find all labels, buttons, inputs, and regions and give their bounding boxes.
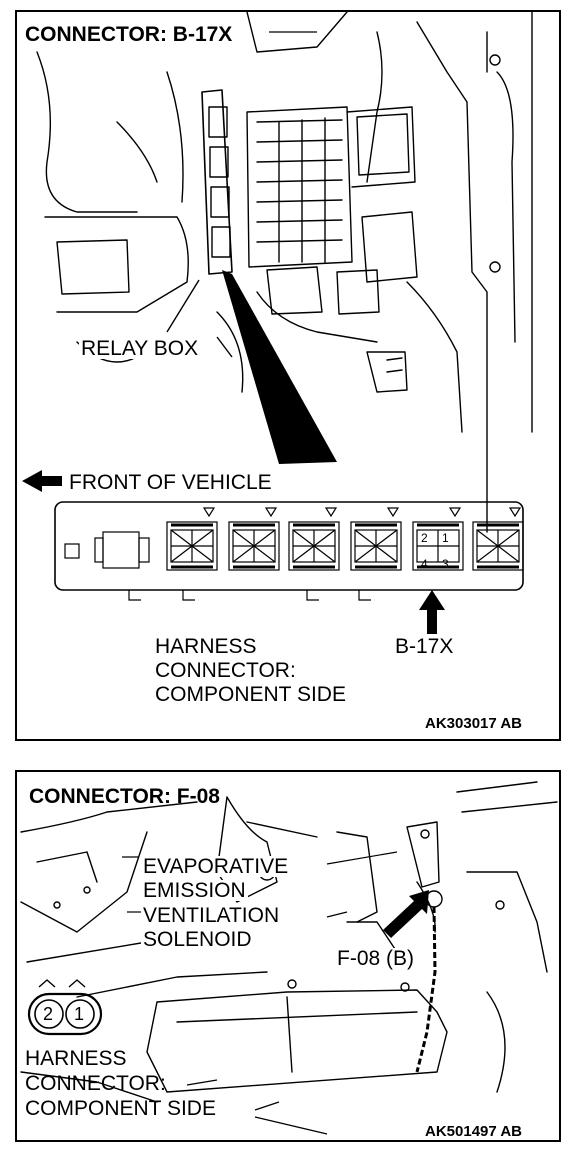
harness-label-line3: COMPONENT SIDE [155,683,346,706]
connector-title: CONNECTOR: F-08 [29,785,220,808]
socket-marker-icon [508,507,522,518]
relay-socket [412,507,464,571]
pin-label: 2 [43,1004,54,1024]
solenoid-illustration [20,781,558,1135]
engine-bay-illustration [22,12,533,634]
component-name-line2: EMISSION [141,879,248,902]
socket-marker-icon [264,507,278,518]
harness-label-line2: CONNECTOR: [155,659,296,682]
figure-code: AK303017 AB [425,715,522,732]
pin-label: 2 [421,531,428,545]
front-of-vehicle-label: FRONT OF VEHICLE [69,471,272,494]
connector-f08-label: F-08 (B) [335,947,417,970]
socket-marker-icon [202,507,216,518]
connector-title: CONNECTOR: B-17X [25,23,233,46]
component-name-line4: SOLENOID [141,928,254,951]
harness-label-line1: HARNESS [25,1047,127,1070]
relay-socket [166,507,218,571]
relay-box-label: RELAY BOX [79,337,201,360]
pin-label: 3 [442,557,449,571]
pin-label: 1 [442,531,449,545]
component-name-line3: VENTILATION [141,904,282,927]
harness-label-line2: CONNECTOR: [25,1072,166,1095]
relay-socket [472,507,524,571]
harness-label-line1: HARNESS [155,635,257,658]
component-name-line1: EVAPORATIVE [141,855,291,878]
relay-socket [228,507,280,571]
pin-label: 4 [421,557,428,571]
relay-socket [350,507,402,571]
connector-b17x-panel: CONNECTOR: B-17X RELAY BOX FRONT OF VEHI… [15,10,561,741]
harness-label-line3: COMPONENT SIDE [25,1097,216,1120]
socket-marker-icon [386,507,400,518]
connector-f08-panel: CONNECTOR: F-08 EVAPORATIVE EMISSION VEN… [15,770,561,1142]
pin-label: 1 [74,1004,85,1024]
socket-marker-icon [448,507,462,518]
socket-marker-icon [324,507,338,518]
figure-code: AK501497 AB [425,1123,522,1140]
relay-socket [288,507,340,571]
connector-b17x-label: B-17X [395,635,454,658]
